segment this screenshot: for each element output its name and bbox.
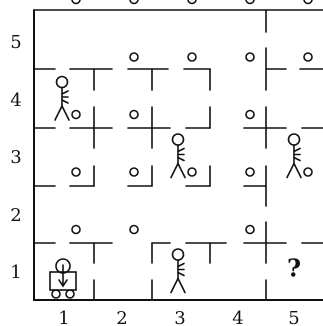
x-tick-1: 1 xyxy=(58,308,69,326)
corner-marker-7 xyxy=(246,53,254,61)
corner-marker-6 xyxy=(188,53,196,61)
corner-marker-18 xyxy=(130,226,138,234)
robot-layer xyxy=(50,259,76,298)
y-tick-5: 5 xyxy=(10,32,21,53)
person-icon-2 xyxy=(287,134,301,178)
corner-marker-5 xyxy=(130,53,138,61)
corner-marker-14 xyxy=(188,168,196,176)
x-tick-4: 4 xyxy=(232,308,243,326)
x-tick-5: 5 xyxy=(288,308,299,326)
corner-marker-0 xyxy=(72,0,80,4)
corner-marker-17 xyxy=(72,226,80,234)
corner-marker-19 xyxy=(246,226,254,234)
corner-marker-9 xyxy=(72,111,80,119)
person-icon-1 xyxy=(171,134,185,178)
corner-marker-11 xyxy=(246,111,254,119)
corner-marker-1 xyxy=(130,0,138,4)
persons-layer xyxy=(55,77,301,293)
corner-marker-12 xyxy=(72,168,80,176)
y-tick-2: 2 xyxy=(10,205,21,226)
corner-marker-13 xyxy=(130,168,138,176)
corner-marker-15 xyxy=(246,168,254,176)
person-icon-0 xyxy=(55,77,69,121)
person-icon-3 xyxy=(171,249,185,293)
corner-marker-2 xyxy=(188,0,196,4)
corner-marker-16 xyxy=(304,168,312,176)
x-tick-2: 2 xyxy=(116,308,127,326)
corner-marker-10 xyxy=(130,111,138,119)
corner-marker-4 xyxy=(304,0,312,4)
y-tick-4: 4 xyxy=(10,90,21,111)
y-tick-labels: 1 2 3 4 5 xyxy=(10,32,21,283)
corner-marker-3 xyxy=(246,0,254,4)
y-tick-3: 3 xyxy=(10,147,21,168)
y-tick-1: 1 xyxy=(10,262,21,283)
corner-markers xyxy=(72,0,312,234)
x-tick-labels: 1 2 3 4 5 xyxy=(58,308,299,326)
robot-icon xyxy=(50,259,76,298)
unknown-cell-question-mark: ? xyxy=(287,254,301,283)
x-tick-3: 3 xyxy=(174,308,185,326)
corner-marker-8 xyxy=(304,53,312,61)
